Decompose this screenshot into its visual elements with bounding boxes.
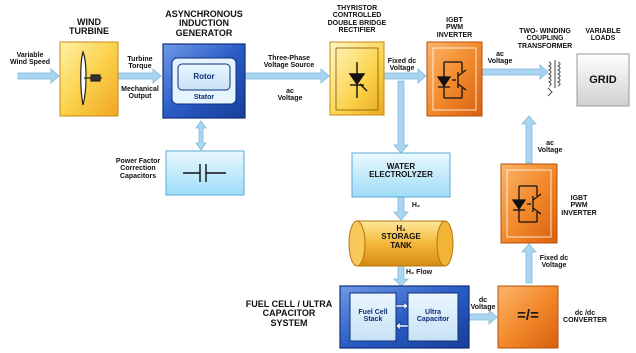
storage-tank-cylinder — [348, 220, 454, 267]
arrow-fuelcell-to-converter — [468, 309, 498, 325]
generator-title: ASYNCHRONOUS INDUCTION GENERATOR — [165, 9, 243, 38]
pf-capacitor-box — [165, 150, 245, 196]
ac-voltage-igbt-label: ac Voltage — [487, 51, 513, 66]
ac-voltage-gen-label: ac Voltage — [277, 88, 303, 103]
wind-turbine-icon — [80, 50, 102, 106]
arrow-electrolyzer-to-tank — [393, 196, 409, 221]
arrow-wind-to-turbine — [17, 68, 60, 84]
variable-wind-speed-label: Variable Wind Speed — [10, 52, 50, 67]
dc-voltage-label: dc Voltage — [470, 297, 496, 312]
storage-tank-label: H₂ STORAGE TANK — [381, 224, 421, 250]
mechanical-output-label: Mechanical Output — [121, 86, 159, 101]
ac-voltage-right-label: ac Voltage — [537, 140, 563, 155]
igbt-right-icon — [511, 185, 542, 223]
dc-dc-converter-title: dc /dc CONVERTER — [563, 310, 607, 325]
rotor-label: Rotor — [193, 72, 215, 81]
arrow-turbine-to-generator — [117, 68, 162, 84]
h2-flow-label: H₂ Flow — [406, 269, 433, 276]
rectifier-box — [329, 41, 385, 116]
fuel-cell-system-box — [339, 285, 470, 349]
grid-label: GRID — [589, 74, 617, 86]
fuel-cell-system-title: FUEL CELL / ULTRA CAPACITOR SYSTEM — [245, 299, 333, 328]
turbine-torque-label: Turbine Torque — [127, 56, 153, 71]
electrolyzer-label: WATER ELECTROLYZER — [369, 162, 433, 180]
arrow-rectifier-to-igbt — [383, 68, 427, 84]
arrow-converter-to-igbt-right — [521, 243, 537, 284]
induction-generator-box — [162, 43, 246, 119]
grid-box — [576, 53, 630, 107]
arrow-bus-down-to-electrolyzer — [393, 80, 409, 154]
fixed-dc-voltage-right-label: Fixed dc Voltage — [539, 255, 569, 270]
variable-loads-title: VARIABLE LOADS — [585, 28, 621, 43]
igbt-right-title: IGBT PWM INVERTER — [561, 195, 597, 217]
arrow-igbt-right-to-grid — [521, 115, 537, 164]
converter-symbol: =/= — [517, 307, 539, 324]
stator-label: Stator — [193, 94, 215, 101]
electrolyzer-box — [351, 152, 451, 198]
dc-dc-converter-box — [497, 285, 559, 349]
transformer-icon — [547, 60, 561, 97]
capacitor-icon — [183, 164, 226, 182]
arrow-tank-to-fuelcell — [393, 265, 409, 287]
igbt-top-icon — [436, 61, 467, 99]
transformer-title: TWO- WINDING COUPLING TRANSFORMER — [517, 28, 573, 50]
ultra-capacitor-label: Ultra Capacitor — [416, 309, 450, 324]
arrow-igbt-to-transformer — [481, 64, 549, 80]
igbt-inverter-right-box — [500, 163, 558, 244]
fixed-dc-voltage-top-label: Fixed dc Voltage — [387, 58, 417, 73]
arrow-generator-to-rectifier — [244, 68, 330, 84]
thyristor-icon — [348, 62, 368, 98]
fuel-cell-internal-arrows — [395, 301, 409, 331]
wind-turbine-box — [59, 41, 119, 117]
igbt-top-title: IGBT PWM INVERTER — [436, 17, 473, 39]
fuel-cell-stack-label: Fuel Cell Stack — [358, 309, 388, 324]
wind-turbine-title: WIND TURBINE — [69, 17, 109, 37]
three-phase-label: Three-Phase Voltage Source — [263, 55, 315, 70]
h2-label: H₂ — [411, 202, 421, 209]
arrow-generator-capacitors — [195, 120, 207, 151]
rectifier-title: THYRISTOR CONTROLLED DOUBLE BRIDGE RECTI… — [327, 5, 387, 35]
pf-capacitors-label: Power Factor Correction Capacitors — [115, 158, 161, 180]
igbt-inverter-top-box — [426, 41, 483, 117]
